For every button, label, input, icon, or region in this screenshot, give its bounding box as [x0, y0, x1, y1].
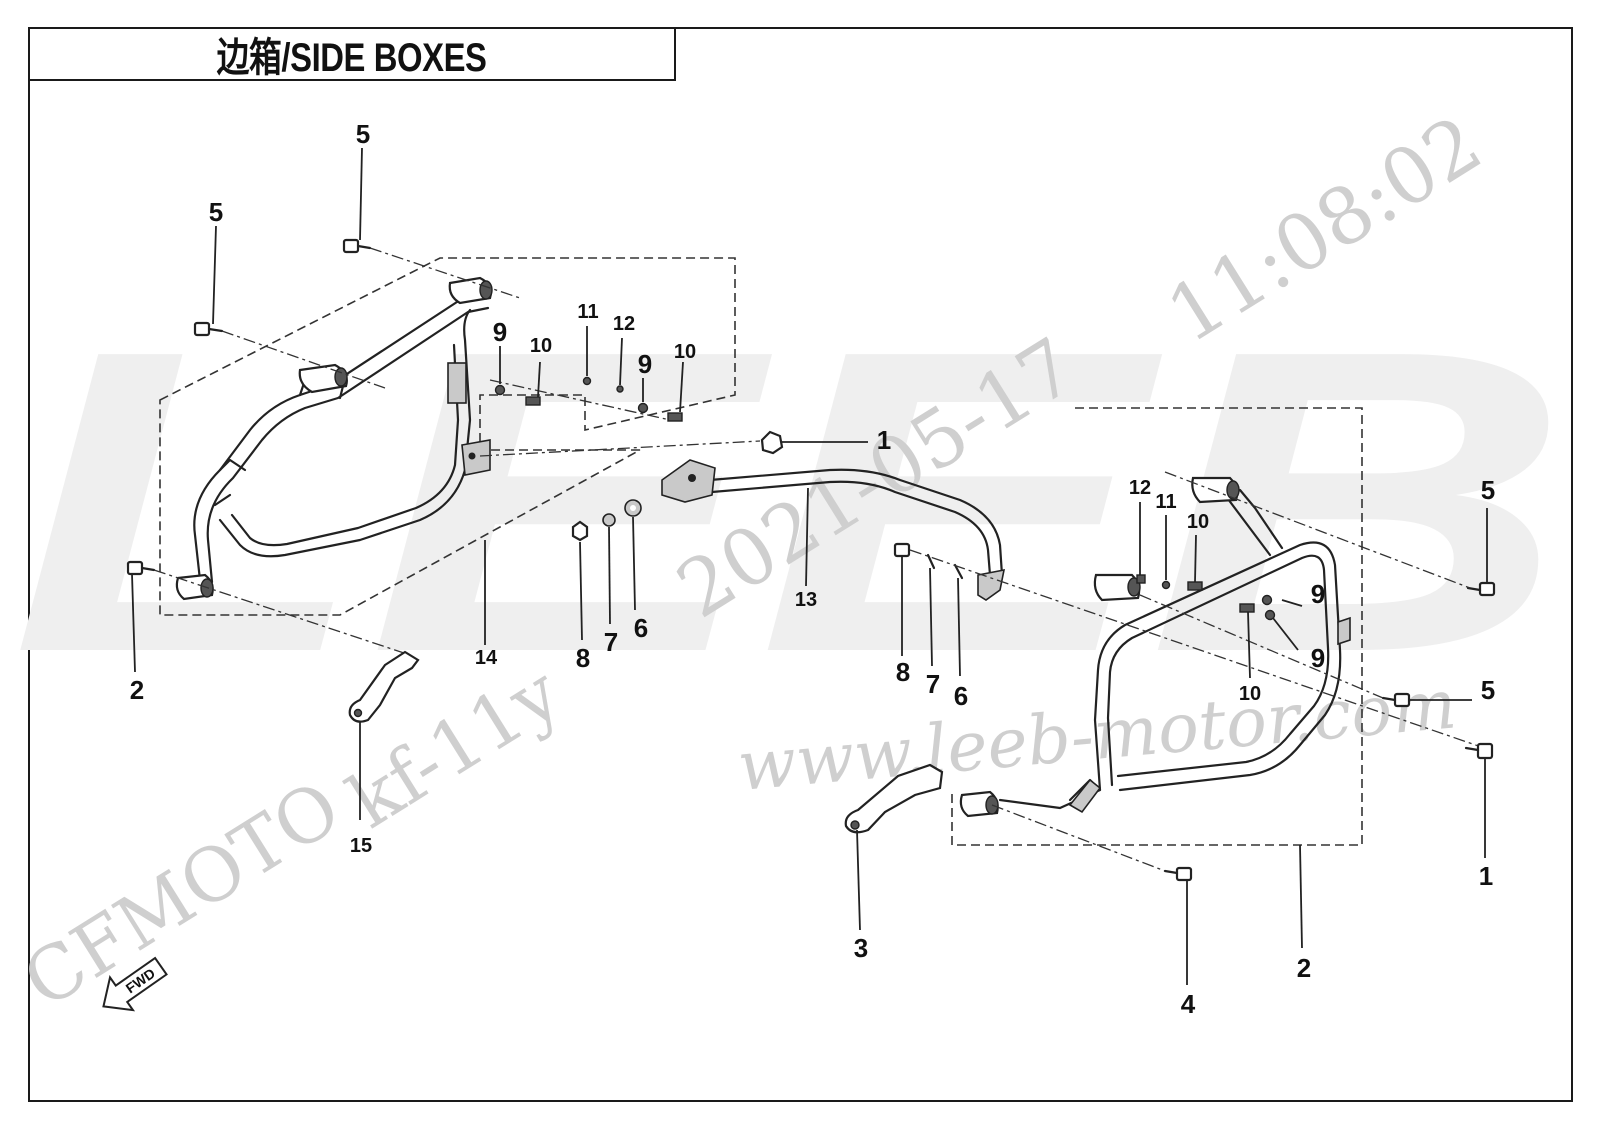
callout-10: 10	[674, 341, 696, 363]
left-mounting-plate	[348, 650, 420, 723]
callout-15: 15	[350, 835, 372, 857]
callout-1: 1	[1479, 861, 1493, 891]
callout-9: 9	[1311, 579, 1325, 609]
callout-9: 9	[493, 317, 507, 347]
callout-6: 6	[954, 681, 968, 711]
left-lower-bolt	[126, 560, 156, 576]
right-top-bushing	[1191, 476, 1240, 504]
left-lower-tab	[461, 439, 491, 476]
right-bolt-10b	[1239, 603, 1255, 613]
callout-12: 12	[1129, 477, 1151, 499]
left-mid-bushing	[298, 363, 348, 394]
callout-14: 14	[475, 647, 498, 669]
callout-7: 7	[926, 669, 940, 699]
callout-2: 2	[130, 675, 144, 705]
leader-lines	[131, 147, 1488, 985]
callout-5: 5	[209, 197, 223, 227]
right-mid-bolt	[1381, 692, 1411, 708]
callout-5: 5	[1481, 475, 1495, 505]
right-washer-9b	[1264, 609, 1276, 621]
hardware-8-left	[571, 520, 589, 542]
hardware-8-right	[893, 542, 911, 558]
left-upper-bolt	[342, 238, 372, 254]
left-washer-9a	[494, 384, 506, 396]
callout-2: 2	[1297, 953, 1311, 983]
right-nut-11	[1161, 580, 1171, 590]
callout-5: 5	[1481, 675, 1495, 705]
rear-cross-bar	[661, 459, 1006, 601]
left-bolt-10a	[525, 396, 541, 406]
left-top-bushing	[448, 276, 493, 305]
hardware-7-right	[926, 553, 936, 570]
right-mid-bushing	[1093, 573, 1141, 602]
callout-6: 6	[634, 613, 648, 643]
right-bottom-bushing	[959, 790, 999, 818]
callout-8: 8	[576, 643, 590, 673]
cross-bar-nut-1	[760, 430, 784, 455]
callout-labels: 5 5 9 10 11 12 9 10 1 8 7 6 13 14 2 15 8…	[130, 119, 1495, 1019]
title-box: 边箱/SIDE BOXES	[28, 27, 676, 81]
left-assembly-boundary	[159, 257, 736, 616]
diagram-frame	[28, 27, 1573, 1102]
callout-12: 12	[613, 313, 635, 335]
callout-13: 13	[795, 589, 817, 611]
watermark-brand-line: CFMOTO	[9, 765, 355, 1026]
callout-5: 5	[356, 119, 370, 149]
left-bottom-bushing	[175, 573, 214, 601]
hardware-7-left	[602, 513, 616, 527]
page-title: 边箱/SIDE BOXES	[217, 36, 487, 80]
callout-10: 10	[530, 335, 552, 357]
callout-7: 7	[604, 627, 618, 657]
right-bottom-bolt-3	[1163, 866, 1193, 882]
left-mid-bolt	[193, 321, 224, 337]
callout-3: 4	[1181, 989, 1196, 1019]
callout-1: 1	[877, 425, 891, 455]
right-assembly-boundary	[951, 407, 1363, 846]
left-washer-9b	[637, 402, 649, 414]
callout-9: 9	[638, 349, 652, 379]
callout-9: 9	[1311, 643, 1325, 673]
right-bolt-10a	[1187, 581, 1203, 591]
left-mount-bracket	[447, 362, 467, 404]
callout-4: 3	[854, 933, 868, 963]
right-mount-bracket	[1337, 616, 1351, 646]
right-bolt-12	[1136, 574, 1146, 584]
right-side-box-frame	[998, 488, 1351, 814]
callout-11: 11	[577, 301, 598, 323]
right-washer-9a	[1261, 594, 1273, 606]
hardware-6-right	[953, 563, 964, 580]
left-washer-12	[616, 385, 624, 393]
callout-10: 10	[1187, 511, 1209, 533]
watermark-brand-block: LEEB	[10, 262, 1570, 742]
left-bolt-10b	[667, 412, 683, 422]
right-lower-bolt-1	[1464, 742, 1494, 760]
callout-10: 10	[1239, 683, 1261, 705]
right-mounting-plate	[844, 763, 944, 834]
callout-11: 11	[1155, 491, 1176, 513]
left-nut-11	[582, 376, 592, 386]
callout-8: 8	[896, 657, 910, 687]
